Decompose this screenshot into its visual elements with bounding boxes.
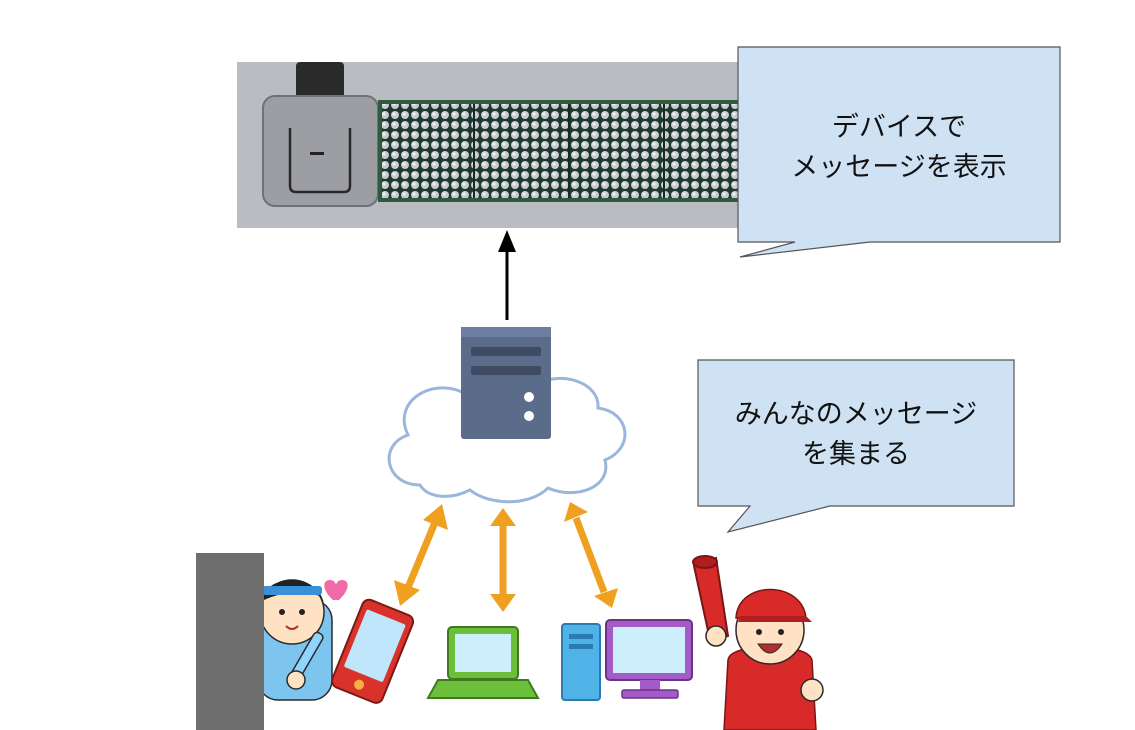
fan-hand: [286, 670, 306, 690]
controller-box: [262, 95, 379, 207]
fan-eye-right: [778, 629, 784, 635]
controller-slot: [310, 152, 324, 155]
arrow-cloud-desktop: [564, 502, 618, 608]
fan-with-glowstick-illustration: [257, 579, 333, 701]
callout-device-line-1: デバイスで: [831, 112, 967, 143]
desktop-computer-icon: [561, 619, 693, 701]
callout-collect-line-1: みんなのメッセージ: [734, 399, 978, 430]
fan-mouth: [285, 625, 299, 630]
fan-eye-right: [299, 609, 305, 615]
fan-cap-brim: [738, 616, 812, 622]
smartphone-icon: [331, 598, 415, 704]
callout-collect-text: みんなのメッセージ を集まる: [698, 395, 1014, 475]
callout-device-text: デバイスで メッセージを表示: [738, 108, 1060, 188]
arrow-server-to-device: [498, 230, 516, 320]
callout-device-line-2: メッセージを表示: [791, 152, 1007, 183]
laptop-icon: [426, 626, 540, 699]
megaphone-rim: [692, 555, 718, 569]
fan-mouth: [757, 643, 783, 654]
controller-box-lid-outline: [288, 128, 352, 194]
arrow-cloud-smartphone: [394, 504, 448, 606]
server-icon: [461, 327, 551, 439]
fan-with-megaphone-illustration: [692, 555, 824, 730]
callout-collect-line-2: を集まる: [802, 439, 910, 470]
arrow-cloud-laptop: [490, 508, 516, 612]
fan-cap: [735, 588, 807, 619]
usb-cable: [296, 62, 344, 100]
fan-eye-left: [279, 609, 285, 615]
callout-collect-bubble: [697, 359, 1015, 534]
fan-fist-right: [800, 678, 824, 702]
fan-eye-left: [756, 629, 762, 635]
led-matrix-grid: [382, 104, 740, 198]
desktop-tower: [561, 623, 601, 701]
fan-headband: [262, 586, 322, 595]
heart-icon: [324, 580, 348, 600]
callout-device-bubble: [737, 46, 1061, 258]
fan-arm-left: [705, 625, 727, 647]
pillar: [196, 553, 264, 730]
led-device-photo: [237, 62, 740, 228]
